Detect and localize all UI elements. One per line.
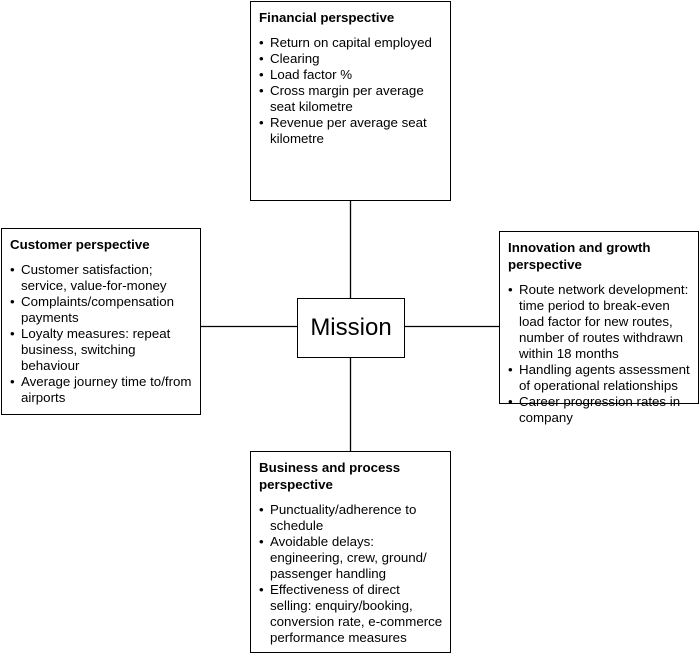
business-process-perspective-title: Business and process perspective bbox=[259, 460, 401, 492]
financial-perspective-box: Financial perspective • Return on capital… bbox=[250, 1, 451, 201]
financial-perspective-list: • Return on capital employed • Clearing • L… bbox=[259, 35, 444, 147]
list-item: • Avoidable delays: engineering, crew, gr… bbox=[259, 534, 444, 582]
list-item: • Route network development: time period … bbox=[508, 282, 692, 362]
list-item: • Customer satisfaction; service, value-f… bbox=[10, 262, 194, 294]
list-item-text: Effectiveness of direct selling: enquiry… bbox=[270, 582, 443, 645]
list-item: • Loyalty measures: repeat business, swit… bbox=[10, 326, 194, 374]
customer-perspective-title: Customer perspective bbox=[10, 237, 150, 252]
bullet-icon: • bbox=[259, 115, 264, 130]
bullet-icon: • bbox=[10, 374, 15, 389]
innovation-growth-perspective-box: Innovation and growth perspective • Route… bbox=[499, 231, 699, 425]
list-item-text: Handling agents assessment of operationa… bbox=[519, 362, 690, 393]
bullet-icon: • bbox=[508, 282, 513, 297]
bullet-icon: • bbox=[259, 51, 264, 66]
list-item-text: Average journey time to/from airports bbox=[21, 374, 192, 405]
list-item: • Complaints/compensation payments bbox=[10, 294, 194, 326]
list-item: • Punctuality/adherence to schedule bbox=[259, 502, 444, 534]
mission-label: Mission bbox=[310, 314, 392, 341]
list-item-text: Loyalty measures: repeat business, switc… bbox=[21, 326, 171, 373]
customer-perspective-list: • Customer satisfaction; service, value-f… bbox=[10, 262, 194, 406]
list-item-text: Complaints/compensation payments bbox=[21, 294, 174, 325]
bullet-icon: • bbox=[259, 582, 264, 597]
customer-perspective-box: Customer perspective • Customer satisfact… bbox=[1, 228, 201, 415]
list-item-text: Return on capital employed bbox=[270, 35, 432, 50]
list-item-text: Avoidable delays: engineering, crew, gro… bbox=[270, 534, 427, 581]
business-process-perspective-list: • Punctuality/adherence to schedule • Avoi… bbox=[259, 502, 444, 646]
bullet-icon: • bbox=[259, 35, 264, 50]
list-item: • Revenue per average seat kilometre bbox=[259, 115, 444, 147]
list-item-text: Load factor % bbox=[270, 67, 353, 82]
list-item-text: Route network development: time period t… bbox=[519, 282, 689, 361]
bullet-icon: • bbox=[10, 294, 15, 309]
list-item: • Load factor % bbox=[259, 67, 444, 83]
business-process-perspective-box: Business and process perspective • Punctu… bbox=[250, 451, 451, 653]
bullet-icon: • bbox=[259, 502, 264, 517]
bullet-icon: • bbox=[259, 67, 264, 82]
list-item: • Career progression rates in company bbox=[508, 394, 692, 426]
mission-box: Mission bbox=[297, 298, 405, 358]
innovation-growth-perspective-title: Innovation and growth perspective bbox=[508, 240, 651, 272]
list-item: • Return on capital employed bbox=[259, 35, 444, 51]
innovation-growth-perspective-list: • Route network development: time period … bbox=[508, 282, 692, 426]
bullet-icon: • bbox=[259, 534, 264, 549]
list-item: • Cross margin per average seat kilometre bbox=[259, 83, 444, 115]
list-item: • Average journey time to/from airports bbox=[10, 374, 194, 406]
financial-perspective-title: Financial perspective bbox=[259, 10, 395, 25]
list-item-text: Punctuality/adherence to schedule bbox=[270, 502, 417, 533]
list-item-text: Cross margin per average seat kilometre bbox=[270, 83, 424, 114]
bullet-icon: • bbox=[10, 326, 15, 341]
bullet-icon: • bbox=[10, 262, 15, 277]
list-item: • Handling agents assessment of operation… bbox=[508, 362, 692, 394]
list-item-text: Clearing bbox=[270, 51, 320, 66]
list-item-text: Revenue per average seat kilometre bbox=[270, 115, 427, 146]
list-item: • Clearing bbox=[259, 51, 444, 67]
list-item-text: Customer satisfaction; service, value-fo… bbox=[21, 262, 167, 293]
list-item-text: Career progression rates in company bbox=[519, 394, 681, 425]
list-item: • Effectiveness of direct selling: enquir… bbox=[259, 582, 444, 646]
bullet-icon: • bbox=[508, 394, 513, 409]
bullet-icon: • bbox=[259, 83, 264, 98]
bullet-icon: • bbox=[508, 362, 513, 377]
